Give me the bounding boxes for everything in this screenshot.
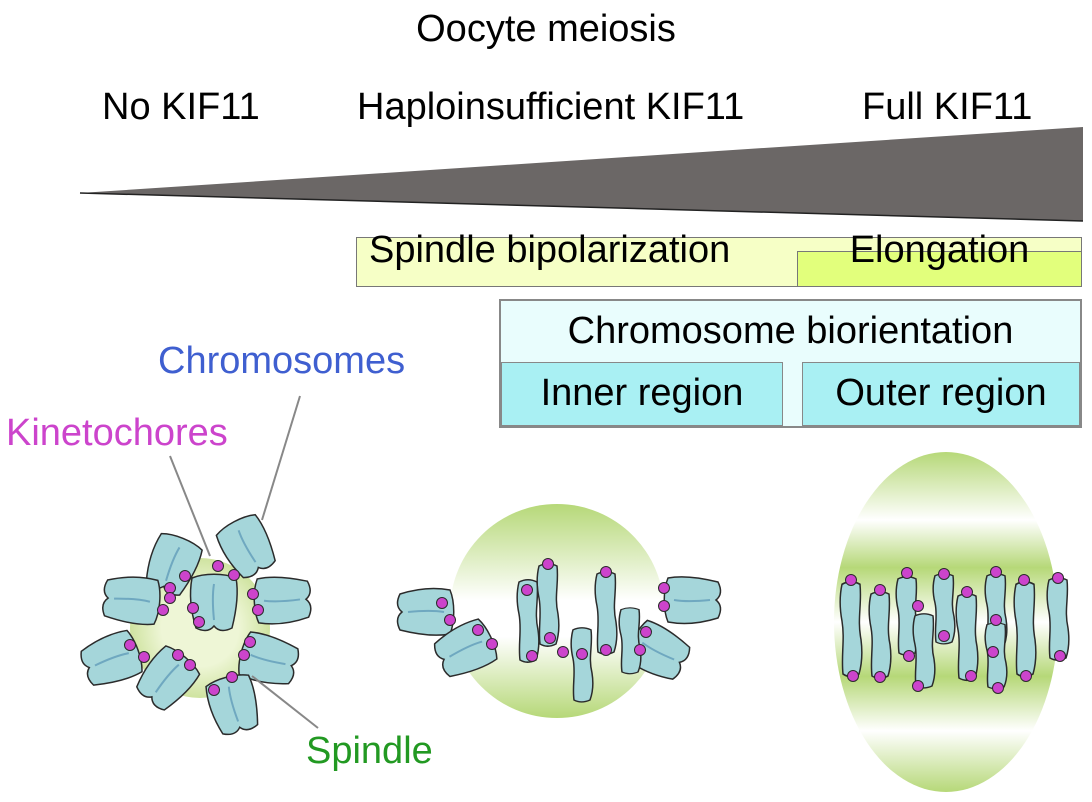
outer-region-label: Outer region [835, 372, 1047, 414]
kinetochore-dots-elongated [845, 566, 1066, 694]
level-label-haploinsufficient: Haploinsufficient KIF11 [357, 86, 745, 128]
kinetochores-label: Kinetochores [6, 412, 228, 454]
kinetochore-dots-short [436, 558, 670, 662]
spindle-label: Spindle [306, 730, 433, 772]
outer-region-box [802, 362, 1080, 426]
inner-region-label: Inner region [540, 372, 744, 414]
elongation-box [797, 251, 1082, 287]
kif11-gradient-wedge [80, 127, 1083, 221]
chromosomes-leader-line [261, 395, 301, 521]
level-label-none: No KIF11 [102, 86, 260, 128]
diagram-title: Oocyte meiosis [416, 8, 676, 50]
bipolarization-label: Spindle bipolarization [369, 229, 731, 271]
chromosomes-label: Chromosomes [158, 340, 406, 382]
spindle-leader-line [251, 675, 319, 729]
kinetochores-leader-line [169, 455, 211, 557]
kinetochore-dots-monopolar [124, 560, 264, 696]
inner-region-box [501, 362, 783, 426]
level-label-full: Full KIF11 [862, 86, 1033, 128]
elongation-label: Elongation [849, 229, 1030, 271]
biorientation-label: Chromosome biorientation [567, 310, 1014, 352]
wedge-baseline [79, 192, 1084, 222]
